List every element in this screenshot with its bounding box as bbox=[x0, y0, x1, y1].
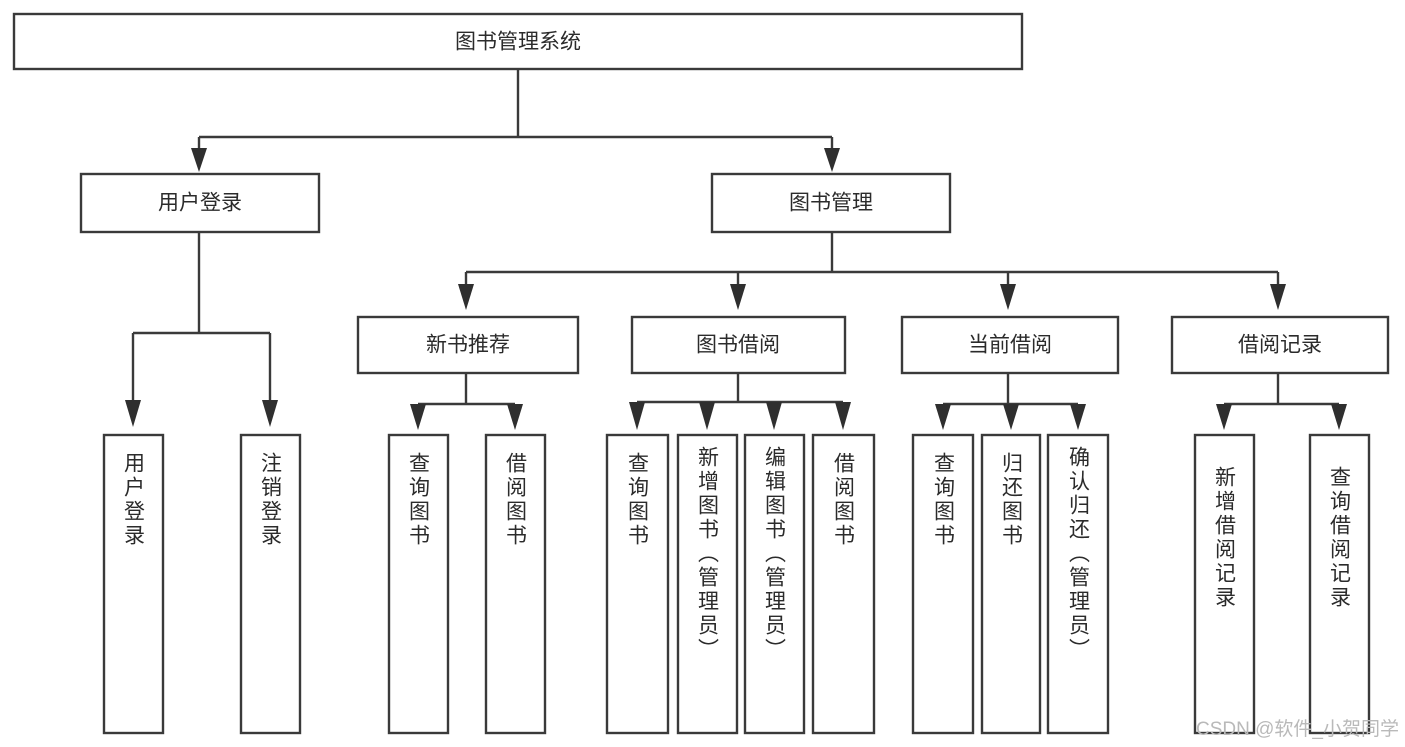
node-root-label: 图书管理系统 bbox=[455, 31, 581, 54]
leaf-cur-query-book-box[interactable] bbox=[911, 433, 975, 735]
leaf-borrow-add-book-box[interactable] bbox=[676, 433, 739, 735]
leaf-borrow-add-book-label: 新增图书（管理员） bbox=[696, 446, 720, 662]
leaf-cur-confirm-return[interactable]: 确认归还（管理员） bbox=[1046, 433, 1110, 735]
leaf-rec-add-record[interactable]: 新增借阅记录 bbox=[1193, 433, 1256, 735]
leaf-cur-query-book-label: 查询图书 bbox=[932, 452, 956, 548]
leaf-rec-borrow-book-box[interactable] bbox=[484, 433, 547, 735]
arrow-head-user-login bbox=[191, 148, 207, 172]
node-borrow-record-box[interactable] bbox=[1170, 315, 1390, 375]
arrow-head-new-book-rec bbox=[458, 284, 474, 310]
leaf-rec-add-record-label: 新增借阅记录 bbox=[1213, 466, 1237, 610]
arrow-head-rec-borrow-book bbox=[507, 404, 523, 430]
leaf-cur-return-book-label: 归还图书 bbox=[1000, 452, 1024, 548]
node-user-login[interactable]: 用户登录 bbox=[79, 172, 321, 234]
leaf-rec-query-book-label: 查询图书 bbox=[407, 452, 431, 548]
leaf-cur-confirm-return-box[interactable] bbox=[1046, 433, 1110, 735]
arrow-head-book-manage bbox=[824, 148, 840, 172]
arrow-head-borrow-edit-book bbox=[766, 402, 782, 430]
leaf-login-do-label: 用户登录 bbox=[122, 452, 146, 548]
leaf-rec-borrow-book[interactable]: 借阅图书 bbox=[484, 433, 547, 735]
arrow-head-cur-query-book bbox=[935, 404, 951, 430]
leaf-borrow-query-book-box[interactable] bbox=[605, 433, 670, 735]
node-borrow-record-label: 借阅记录 bbox=[1238, 334, 1322, 357]
leaf-borrow-borrow-book-label: 借阅图书 bbox=[832, 452, 856, 548]
arrow-head-borrow-record bbox=[1270, 284, 1286, 310]
arrow-head-logout-do bbox=[262, 400, 278, 427]
node-book-manage-label: 图书管理 bbox=[789, 192, 873, 215]
leaf-cur-return-book[interactable]: 归还图书 bbox=[980, 433, 1042, 735]
arrow-head-rec-add-record bbox=[1216, 404, 1232, 430]
leaf-cur-query-book[interactable]: 查询图书 bbox=[911, 433, 975, 735]
node-new-book-rec[interactable]: 新书推荐 bbox=[356, 315, 580, 375]
leaf-logout-do-box[interactable] bbox=[239, 433, 302, 735]
node-current-borrow[interactable]: 当前借阅 bbox=[900, 315, 1120, 375]
node-book-borrow-label: 图书借阅 bbox=[696, 334, 780, 357]
arrow-head-cur-return-book bbox=[1003, 404, 1019, 430]
leaf-rec-query-record-label: 查询借阅记录 bbox=[1328, 466, 1352, 610]
node-new-book-rec-label: 新书推荐 bbox=[426, 334, 510, 357]
arrow-head-login-do bbox=[125, 400, 141, 427]
arrow-head-rec-query-book bbox=[410, 404, 426, 430]
watermark-text: CSDN @软件_小贺同学 bbox=[1196, 718, 1399, 740]
node-book-manage-box[interactable] bbox=[710, 172, 952, 234]
leaf-rec-add-record-box[interactable] bbox=[1193, 433, 1256, 735]
leaf-borrow-borrow-book-box[interactable] bbox=[811, 433, 876, 735]
node-user-login-box[interactable] bbox=[79, 172, 321, 234]
arrow-head-borrow-query-book bbox=[629, 402, 645, 430]
leaf-borrow-edit-book[interactable]: 编辑图书（管理员） bbox=[743, 433, 806, 735]
leaf-login-do-box[interactable] bbox=[102, 433, 165, 735]
node-current-borrow-box[interactable] bbox=[900, 315, 1120, 375]
leaf-borrow-add-book[interactable]: 新增图书（管理员） bbox=[676, 433, 739, 735]
leaf-rec-query-record-box[interactable] bbox=[1308, 433, 1371, 735]
node-borrow-record[interactable]: 借阅记录 bbox=[1170, 315, 1390, 375]
leaf-logout-do-label: 注销登录 bbox=[259, 452, 283, 548]
leaf-cur-confirm-return-label: 确认归还（管理员） bbox=[1067, 446, 1091, 662]
arrow-head-borrow-borrow-book bbox=[835, 402, 851, 430]
node-root-box[interactable] bbox=[12, 12, 1024, 71]
leaf-borrow-edit-book-box[interactable] bbox=[743, 433, 806, 735]
node-user-login-label: 用户登录 bbox=[158, 192, 242, 215]
leaf-borrow-query-book[interactable]: 查询图书 bbox=[605, 433, 670, 735]
leaf-rec-query-record[interactable]: 查询借阅记录 bbox=[1308, 433, 1371, 735]
leaf-logout-do[interactable]: 注销登录 bbox=[239, 433, 302, 735]
arrow-head-current-borrow bbox=[1000, 284, 1016, 310]
node-book-manage[interactable]: 图书管理 bbox=[710, 172, 952, 234]
leaf-cur-return-book-box[interactable] bbox=[980, 433, 1042, 735]
arrow-head-book-borrow bbox=[730, 284, 746, 310]
leaf-rec-query-book-box[interactable] bbox=[387, 433, 450, 735]
leaf-login-do[interactable]: 用户登录 bbox=[102, 433, 165, 735]
arrow-head-rec-query-record bbox=[1331, 404, 1347, 430]
node-current-borrow-label: 当前借阅 bbox=[968, 334, 1052, 357]
node-new-book-rec-box[interactable] bbox=[356, 315, 580, 375]
arrow-head-cur-confirm-return bbox=[1070, 404, 1086, 430]
node-book-borrow-box[interactable] bbox=[630, 315, 847, 375]
arrow-head-borrow-add-book bbox=[699, 402, 715, 430]
leaf-rec-borrow-book-label: 借阅图书 bbox=[504, 452, 528, 548]
connector-layer bbox=[125, 69, 1347, 430]
leaf-borrow-query-book-label: 查询图书 bbox=[626, 452, 650, 548]
node-root[interactable]: 图书管理系统 bbox=[12, 12, 1024, 71]
node-book-borrow[interactable]: 图书借阅 bbox=[630, 315, 847, 375]
leaf-rec-query-book[interactable]: 查询图书 bbox=[387, 433, 450, 735]
leaf-borrow-borrow-book[interactable]: 借阅图书 bbox=[811, 433, 876, 735]
leaf-borrow-edit-book-label: 编辑图书（管理员） bbox=[763, 446, 787, 662]
